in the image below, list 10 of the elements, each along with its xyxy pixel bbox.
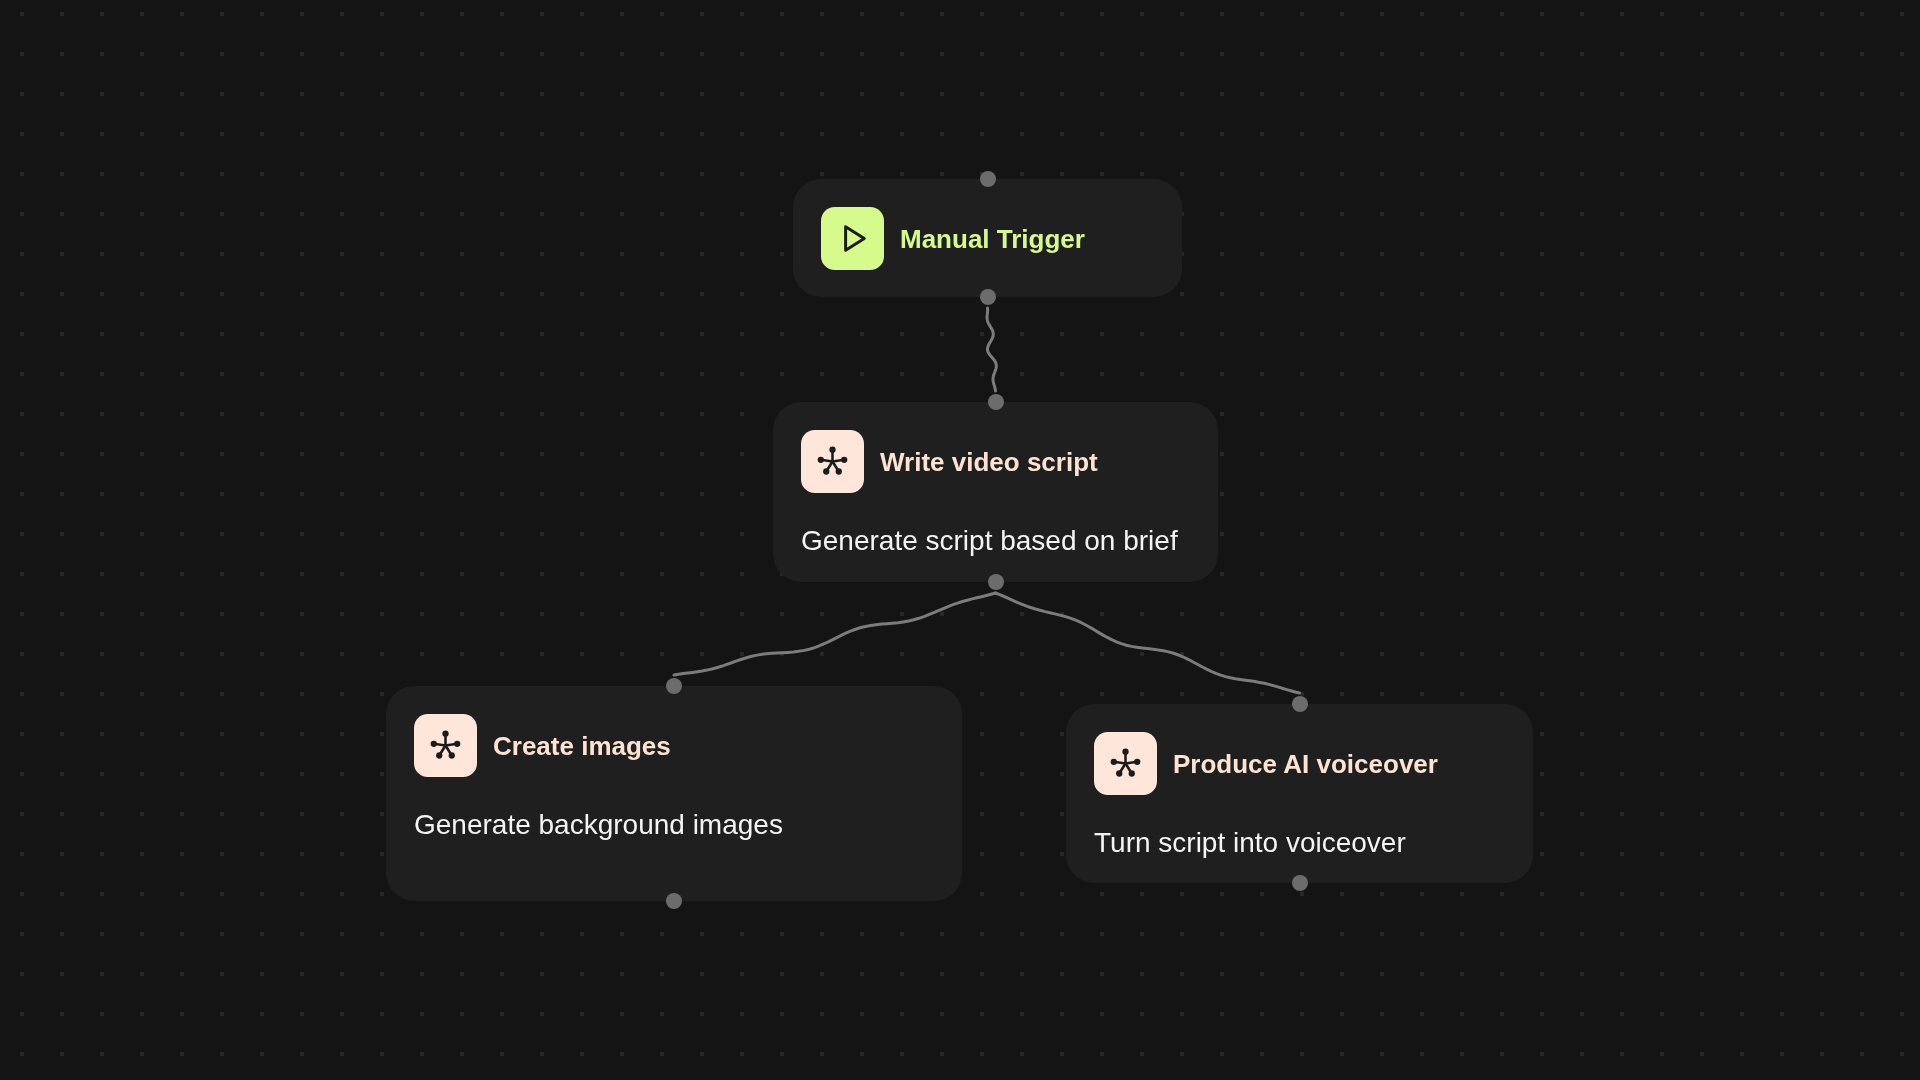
step-title: Write video script	[880, 445, 1098, 478]
step-description: Turn script into voiceover	[1094, 826, 1407, 860]
step-description: Generate background images	[414, 808, 784, 842]
step-title: Produce AI voiceover	[1173, 747, 1438, 780]
connector-line	[994, 591, 1301, 695]
step-title: Manual Trigger	[900, 222, 1085, 255]
step-title: Create images	[493, 729, 671, 762]
connector-line	[985, 306, 998, 393]
connector-line	[672, 591, 997, 677]
step-description: Generate script based on brief	[801, 524, 1179, 558]
